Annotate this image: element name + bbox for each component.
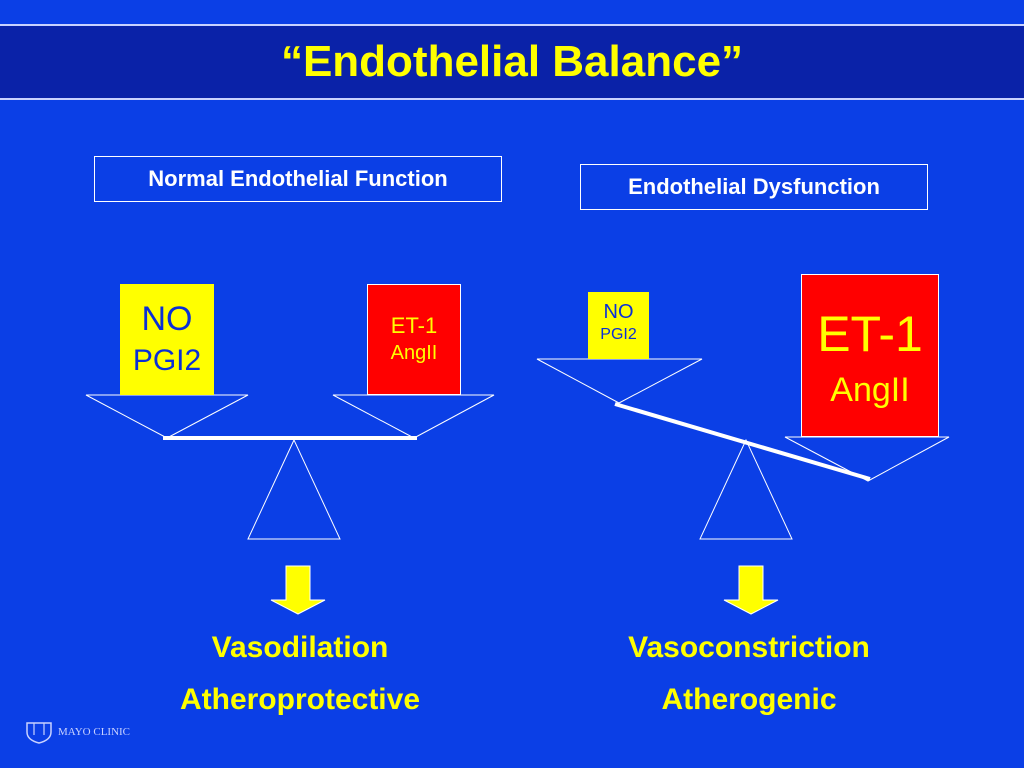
left-angii-label: AngII xyxy=(390,342,438,364)
left-pgi2-label: PGI2 xyxy=(132,344,202,377)
right-fulcrum xyxy=(699,438,793,540)
left-pan-left xyxy=(85,394,249,439)
left-et1-angii-box: ET-1 AngII xyxy=(367,284,461,395)
right-et1-angii-box: ET-1 AngII xyxy=(801,274,939,437)
right-angii-label: AngII xyxy=(830,371,910,409)
left-no-label: NO xyxy=(141,300,193,338)
left-outcome-2: Atheroprotective xyxy=(179,683,421,716)
left-pan-right xyxy=(332,394,495,439)
normal-function-label: Normal Endothelial Function xyxy=(94,156,502,202)
logo-text: MAYO CLINIC xyxy=(58,726,131,738)
right-pgi2-label: PGI2 xyxy=(600,326,637,343)
right-no-label: NO xyxy=(603,301,634,323)
right-no-pgi2-box: NO PGI2 xyxy=(588,292,649,359)
dysfunction-label: Endothelial Dysfunction xyxy=(580,164,928,210)
right-et1-label: ET-1 xyxy=(817,306,923,362)
right-pan-left xyxy=(536,358,703,404)
right-beam xyxy=(614,402,871,481)
right-outcome-2: Atherogenic xyxy=(661,683,837,716)
right-scale xyxy=(536,358,950,615)
right-outcome-1: Vasoconstriction xyxy=(628,631,870,664)
left-scale xyxy=(85,394,495,615)
mayo-shield-icon xyxy=(26,722,52,744)
title-bar: “Endothelial Balance” xyxy=(0,24,1024,100)
right-pan-right xyxy=(784,436,950,482)
left-no-pgi2-box: NO PGI2 xyxy=(120,284,214,395)
left-outcome-1: Vasodilation xyxy=(211,631,389,664)
right-down-arrow xyxy=(723,565,779,615)
left-et1-label: ET-1 xyxy=(390,313,438,338)
left-fulcrum xyxy=(247,438,341,540)
page-title: “Endothelial Balance” xyxy=(280,37,744,86)
mayo-clinic-logo: MAYO CLINIC xyxy=(24,720,130,744)
left-down-arrow xyxy=(270,565,326,615)
